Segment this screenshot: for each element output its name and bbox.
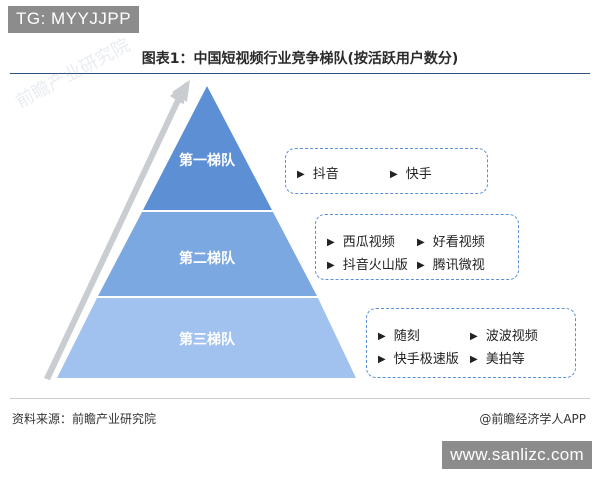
figure-title: 图表1：中国短视频行业竞争梯队(按活跃用户数分): [141, 51, 459, 67]
tier-3-item: ▶ 波波视频: [470, 325, 538, 344]
app-name: 波波视频: [485, 329, 538, 344]
tier-2-item: ▶ 好看视频: [417, 231, 485, 250]
tier-1-item: ▶ 快手: [390, 163, 432, 182]
triangle-right-icon: ▶: [327, 260, 335, 271]
app-name: 快手极速版: [393, 352, 459, 367]
pyramid-diagram: 前瞻产业研究院: [12, 35, 356, 381]
watermark-logo: 前瞻产业研究院: [12, 35, 133, 113]
app-name: 西瓜视频: [342, 235, 395, 250]
triangle-right-icon: ▶: [417, 237, 425, 248]
app-name: 腾讯微视: [432, 258, 485, 273]
tier-2-shape: [98, 212, 317, 296]
tier-2-item: ▶ 腾讯微视: [417, 254, 485, 273]
tier-3-item: ▶ 快手极速版: [378, 348, 459, 367]
tier-3-shape: [57, 298, 356, 378]
tier-2-label: 第二梯队: [179, 251, 235, 267]
triangle-right-icon: ▶: [327, 237, 335, 248]
tier-3-item: ▶ 随刻: [378, 325, 420, 344]
tier-2-item: ▶ 抖音火山版: [327, 254, 408, 273]
app-name: 快手: [405, 167, 432, 182]
triangle-right-icon: ▶: [378, 354, 386, 365]
tier-3-item: ▶ 美拍等: [470, 348, 525, 367]
tier-3-callout: [366, 308, 576, 378]
triangle-right-icon: ▶: [417, 260, 425, 271]
copyright-note: @前瞻经济学人APP: [479, 412, 586, 426]
app-name: 随刻: [393, 329, 420, 344]
tier-1-label: 第一梯队: [179, 153, 235, 169]
triangle-right-icon: ▶: [470, 354, 478, 365]
source-note: 资料来源：前瞻产业研究院: [12, 412, 157, 426]
tg-watermark-badge: TG: MYYJJPP: [8, 6, 140, 33]
rising-arrow-head: [172, 80, 190, 102]
app-name: 抖音火山版: [342, 258, 408, 273]
tier-3-label: 第三梯队: [179, 332, 235, 348]
tier-1-shape: [143, 86, 272, 210]
app-name: 抖音: [312, 167, 339, 182]
triangle-right-icon: ▶: [378, 331, 386, 342]
triangle-right-icon: ▶: [297, 169, 305, 180]
rising-arrow-shaft: [44, 92, 184, 381]
site-watermark-badge: www.sanlizc.com: [442, 441, 592, 469]
tier-1-item: ▶ 抖音: [297, 163, 339, 182]
title-divider: [10, 73, 590, 74]
watermark-text: 前瞻产业研究院: [12, 35, 133, 113]
tier-2-callout: [315, 214, 519, 280]
app-name: 好看视频: [432, 235, 485, 250]
tier-2-item: ▶ 西瓜视频: [327, 231, 395, 250]
triangle-right-icon: ▶: [390, 169, 398, 180]
app-name: 美拍等: [485, 352, 525, 367]
footer-divider: [10, 398, 590, 399]
tier-1-callout: [285, 148, 488, 194]
triangle-right-icon: ▶: [470, 331, 478, 342]
